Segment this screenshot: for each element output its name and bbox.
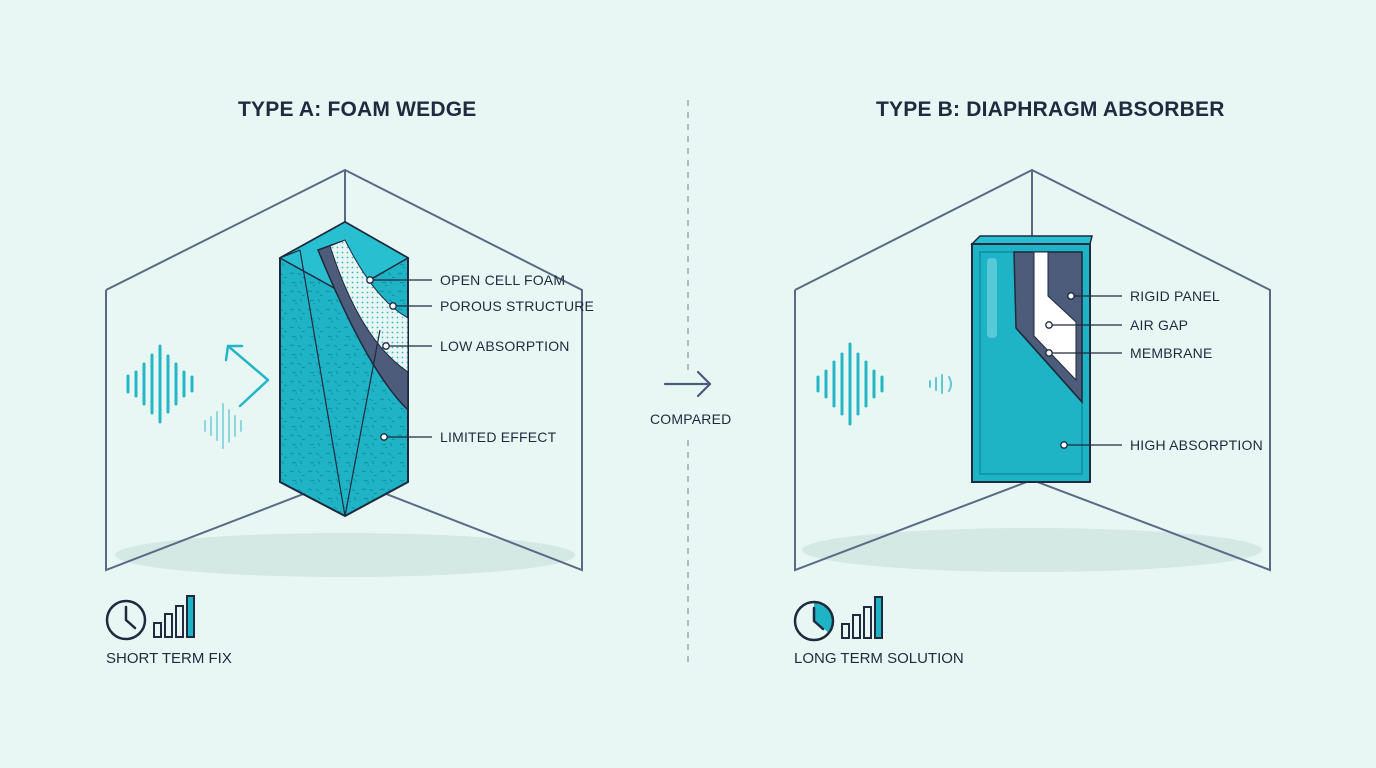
clock-icon [105,599,147,641]
panel-b-graphic [793,168,1271,642]
label-high-absorption: HIGH ABSORPTION [1130,437,1263,453]
label-air-gap: AIR GAP [1130,317,1189,333]
label-rigid-panel: RIGID PANEL [1130,288,1220,304]
signal-bars-icon [153,595,195,638]
floor-shadow [115,533,575,577]
label-open-cell-foam: OPEN CELL FOAM [440,272,566,288]
panel-b-title: TYPE B: DIAPHRAGM ABSORBER [876,98,1225,121]
sound-wave-reflected-icon [204,403,242,449]
sound-wave-icon [126,344,194,424]
signal-bars-icon [841,596,883,639]
sound-wave-small-icon [929,374,952,394]
sound-wave-icon [816,342,884,426]
diaphragm-panel [970,235,1093,483]
label-membrane: MEMBRANE [1130,345,1213,361]
clock-icon [793,600,835,642]
reflection-arrow-icon [224,344,270,408]
panel-b-caption: LONG TERM SOLUTION [794,650,964,667]
foam-wedge [278,220,410,518]
label-porous-structure: POROUS STRUCTURE [440,298,595,314]
label-limited-effect: LIMITED EFFECT [440,429,557,445]
compared-label: COMPARED [650,411,732,427]
leader-lines-b [1045,292,1122,449]
floor-shadow [802,528,1262,572]
label-low-absorption: LOW ABSORPTION [440,338,570,354]
leader-lines-a [366,276,432,441]
panel-a-graphic [105,168,583,641]
panel-a-title: TYPE A: FOAM WEDGE [238,98,477,121]
arrow-right-icon [663,370,712,398]
panel-a-caption: SHORT TERM FIX [106,650,232,667]
